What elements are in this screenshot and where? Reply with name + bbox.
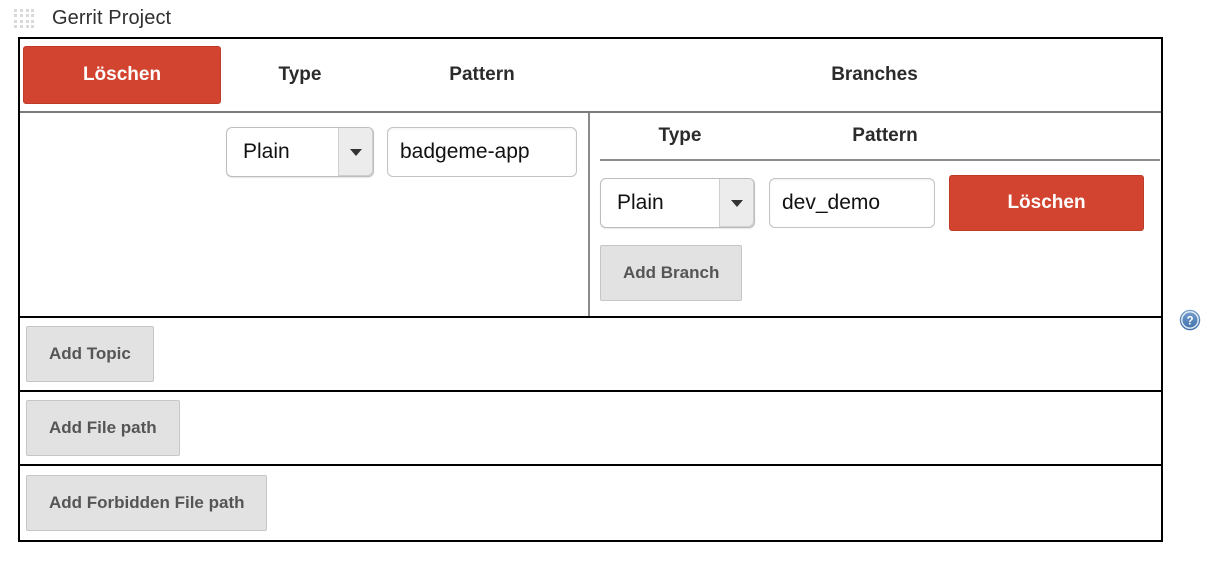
access-rules-table: Löschen Type Pattern Branches Plain Type…: [18, 37, 1163, 542]
branches-header-cell-pattern: Pattern: [852, 125, 918, 146]
pattern-input[interactable]: [387, 127, 577, 177]
add-file-path-row: Add File path: [20, 392, 1161, 466]
grid-drag-handle-icon[interactable]: [14, 9, 36, 29]
table-row: Plain Type Pattern Plain: [20, 113, 1161, 318]
header-cell-delete: Löschen: [20, 46, 224, 104]
help-question-circle-icon[interactable]: ?: [1178, 308, 1202, 332]
page-header: Gerrit Project: [0, 0, 1210, 36]
branch-pattern-input[interactable]: [769, 178, 935, 228]
branch-type-select-wrapper: Plain: [600, 178, 755, 228]
cell-type: Plain: [224, 113, 376, 177]
branches-header-row: Type Pattern: [600, 113, 1160, 161]
cell-branches: Type Pattern Plain Löschen Add Branch: [588, 113, 1161, 316]
branches-header-cell-type: Type: [658, 125, 702, 146]
type-select[interactable]: Plain: [226, 127, 374, 177]
branch-row: Plain Löschen: [600, 161, 1161, 231]
add-file-path-button[interactable]: Add File path: [26, 400, 180, 456]
delete-branch-button[interactable]: Löschen: [949, 175, 1144, 231]
header-cell-branches: Branches: [831, 64, 918, 85]
delete-rule-button[interactable]: Löschen: [23, 46, 221, 104]
cell-pattern: [376, 113, 588, 177]
header-cell-pattern: Pattern: [449, 64, 515, 85]
page-title: Gerrit Project: [52, 6, 172, 29]
branches-table: Type Pattern Plain Löschen Add Branch: [590, 113, 1161, 301]
svg-text:?: ?: [1186, 316, 1193, 328]
type-select-wrapper: Plain: [226, 127, 374, 177]
table-header-row: Löschen Type Pattern Branches: [20, 39, 1161, 113]
add-forbidden-file-path-row: Add Forbidden File path: [20, 466, 1161, 540]
add-forbidden-file-path-button[interactable]: Add Forbidden File path: [26, 475, 268, 531]
branch-type-select[interactable]: Plain: [600, 178, 755, 228]
header-cell-type: Type: [278, 64, 322, 85]
add-topic-button[interactable]: Add Topic: [26, 326, 154, 382]
branches-actions: Add Branch: [600, 231, 1161, 301]
add-topic-row: Add Topic: [20, 318, 1161, 392]
add-branch-button[interactable]: Add Branch: [600, 245, 743, 301]
